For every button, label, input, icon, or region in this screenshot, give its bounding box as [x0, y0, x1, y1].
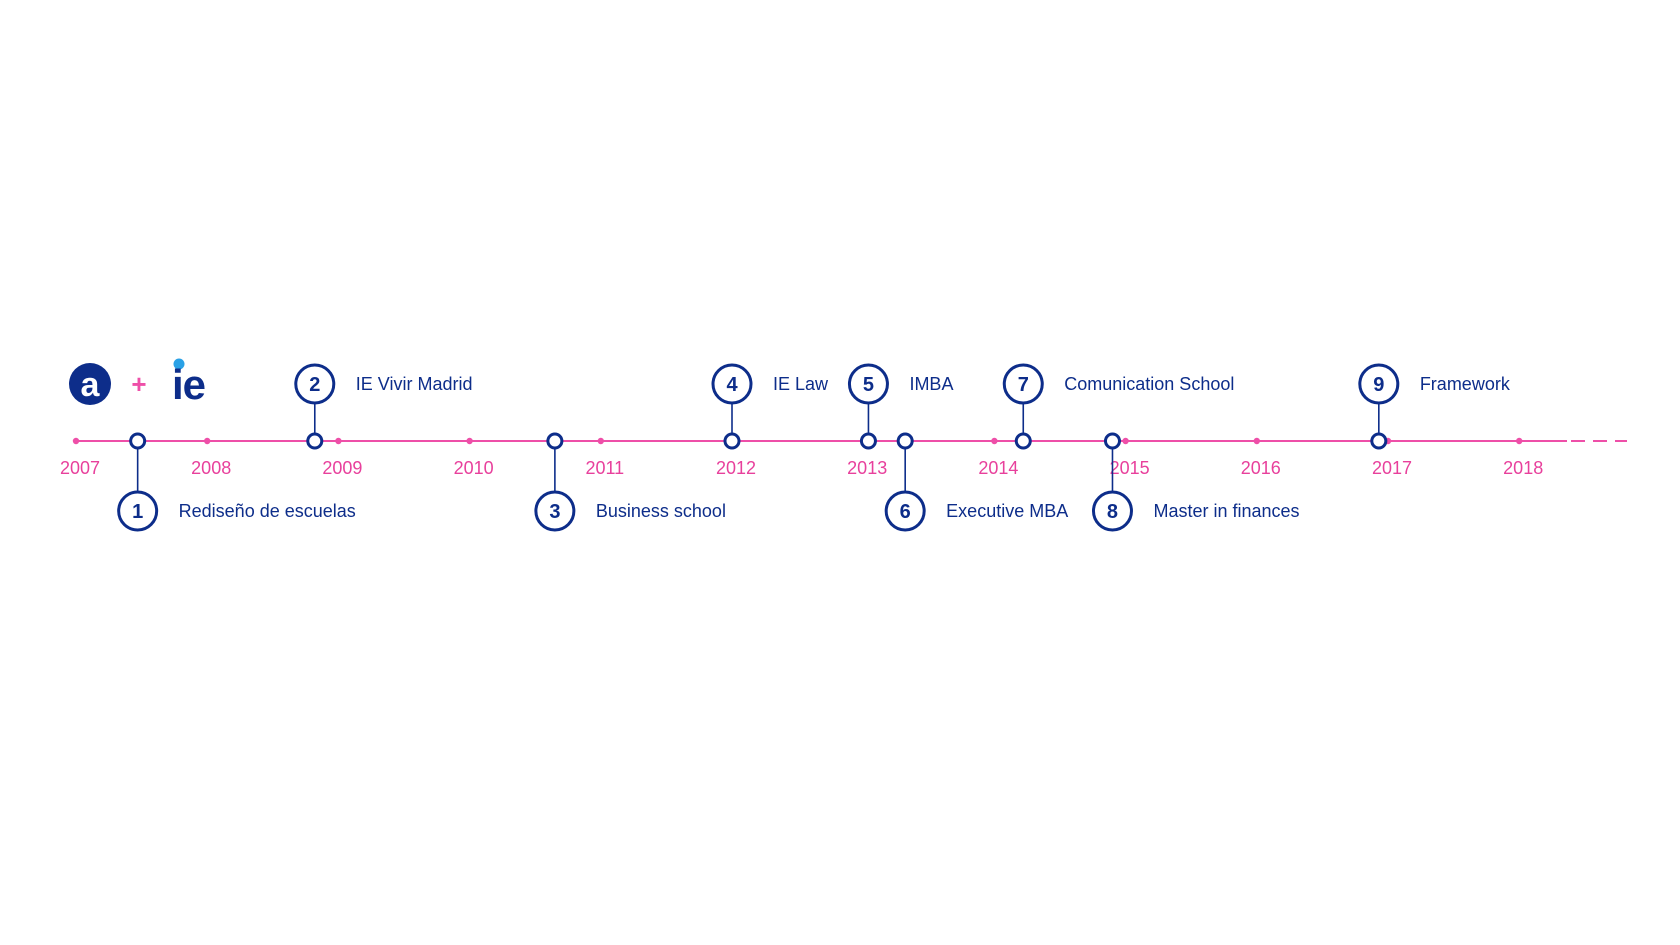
milestone-3: 3 Business school: [534, 432, 726, 532]
brand-a-glyph: a: [81, 366, 101, 404]
milestone-badge: [1358, 363, 1400, 405]
milestone-label: IE Vivir Madrid: [356, 374, 473, 394]
milestone-label: Framework: [1420, 374, 1511, 394]
milestone-badge: [294, 363, 336, 405]
milestone-badge: [117, 490, 159, 532]
year-label-2014: 2014: [978, 458, 1018, 478]
ie-logo-dot: [173, 358, 185, 370]
year-tick-2015: [1122, 437, 1129, 445]
plus-sign: +: [131, 369, 146, 399]
year-label-2015: 2015: [1110, 458, 1150, 478]
year-label-2012: 2012: [716, 458, 756, 478]
year-label-2016: 2016: [1241, 458, 1281, 478]
year-label-2011: 2011: [585, 458, 624, 478]
milestone-number: 5: [863, 374, 874, 396]
year-ticks: 2007 2008 2009 2010 2011 2012 2013 2014 2015 2016…: [60, 437, 1543, 478]
milestone-marker: [859, 432, 877, 450]
milestone-label: IE Law: [773, 374, 829, 394]
milestone-label: Business school: [596, 501, 726, 521]
milestone-number: 7: [1018, 374, 1029, 396]
year-label-2009: 2009: [322, 458, 362, 478]
milestone-marker: [129, 432, 147, 450]
ie-logo-text: ie: [172, 361, 205, 408]
milestones: 1 Rediseño de escuelas 2 IE Vivir Madrid 3 Bu…: [117, 363, 1511, 532]
year-label-2017: 2017: [1372, 458, 1412, 478]
milestone-marker: [306, 432, 324, 450]
milestone-number: 2: [309, 374, 320, 396]
year-label-2018: 2018: [1503, 458, 1543, 478]
milestone-marker: [723, 432, 741, 450]
milestone-badge: [534, 490, 576, 532]
milestone-marker: [896, 432, 914, 450]
milestone-number: 1: [132, 501, 143, 523]
milestone-1: 1 Rediseño de escuelas: [117, 432, 356, 532]
ie-logo: ie: [172, 358, 206, 408]
brand-a-logo: a: [69, 363, 111, 405]
year-label-2010: 2010: [454, 458, 494, 478]
milestone-label: Rediseño de escuelas: [179, 501, 356, 521]
milestone-number: 4: [726, 374, 738, 396]
year-label-2013: 2013: [847, 458, 887, 478]
milestone-marker: [546, 432, 564, 450]
year-tick-2009: [335, 437, 342, 445]
milestone-2: 2 IE Vivir Madrid: [294, 363, 473, 450]
milestone-number: 8: [1107, 501, 1118, 523]
milestone-label: Master in finances: [1153, 501, 1299, 521]
milestone-4: 4 IE Law: [711, 363, 829, 450]
brand-logos: a + ie: [69, 358, 206, 408]
milestone-number: 3: [549, 501, 560, 523]
year-label-2008: 2008: [191, 458, 231, 478]
year-tick-2016: [1253, 437, 1261, 445]
year-tick-2008: [204, 437, 211, 445]
milestone-label: Comunication School: [1064, 374, 1234, 394]
milestone-marker: [1103, 432, 1121, 450]
year-tick-2007: [72, 437, 80, 445]
milestone-8: 8 Master in finances: [1091, 432, 1300, 532]
year-tick-2018: [1516, 437, 1523, 445]
milestone-6: 6 Executive MBA: [884, 432, 1068, 532]
milestone-7: 7 Comunication School: [1002, 363, 1234, 450]
year-tick-2010: [466, 437, 473, 445]
milestone-badge: [884, 490, 926, 532]
milestone-number: 6: [900, 501, 911, 523]
milestone-marker: [1014, 432, 1032, 450]
milestone-label: IMBA: [909, 374, 953, 394]
year-tick-2011: [597, 437, 604, 445]
milestone-badge: [1002, 363, 1044, 405]
milestone-9: 9 Framework: [1358, 363, 1511, 450]
milestone-number: 9: [1373, 374, 1384, 396]
milestone-5: 5 IMBA: [847, 363, 953, 450]
milestone-badge: [847, 363, 889, 405]
milestone-badge: [1091, 490, 1133, 532]
milestone-marker: [1370, 432, 1388, 450]
milestone-badge: [711, 363, 753, 405]
year-label-2007: 2007: [60, 458, 100, 478]
year-tick-2014: [991, 437, 998, 445]
milestone-label: Executive MBA: [946, 501, 1068, 521]
